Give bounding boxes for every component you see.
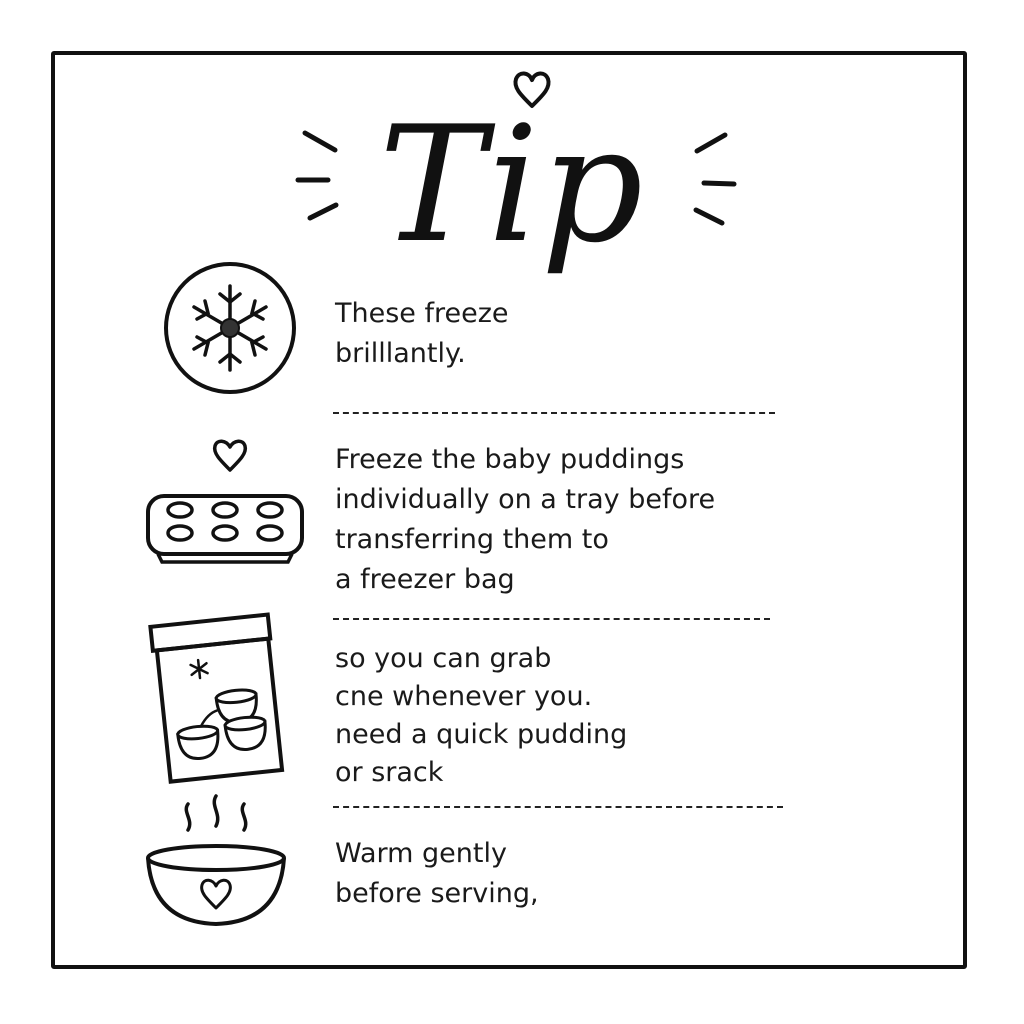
muffin-tray-icon	[146, 439, 304, 564]
divider	[333, 412, 775, 414]
star-icon	[189, 658, 209, 680]
title-decoration	[295, 71, 737, 226]
snowflake-icon	[164, 262, 296, 394]
divider	[333, 618, 770, 620]
tip-card	[51, 51, 967, 969]
tip-text-2: Freeze the baby puddings individually on…	[335, 444, 716, 595]
tip-text-1: These freeze brilllantly.	[335, 298, 509, 369]
divider	[333, 806, 783, 808]
heart-icon	[200, 878, 232, 910]
tip-title: Tip	[378, 91, 646, 278]
burst-lines-left	[295, 130, 339, 221]
heart-icon	[513, 71, 551, 108]
tip-text-3: so you can grab cne whenever you. need a…	[335, 643, 628, 788]
freezer-bag-icon	[148, 612, 285, 784]
burst-lines-right	[693, 132, 737, 226]
heart-icon	[212, 439, 248, 472]
steam-icon	[184, 794, 248, 832]
tip-text-4: Warm gently before serving,	[335, 838, 539, 909]
warm-bowl-icon	[146, 794, 286, 927]
